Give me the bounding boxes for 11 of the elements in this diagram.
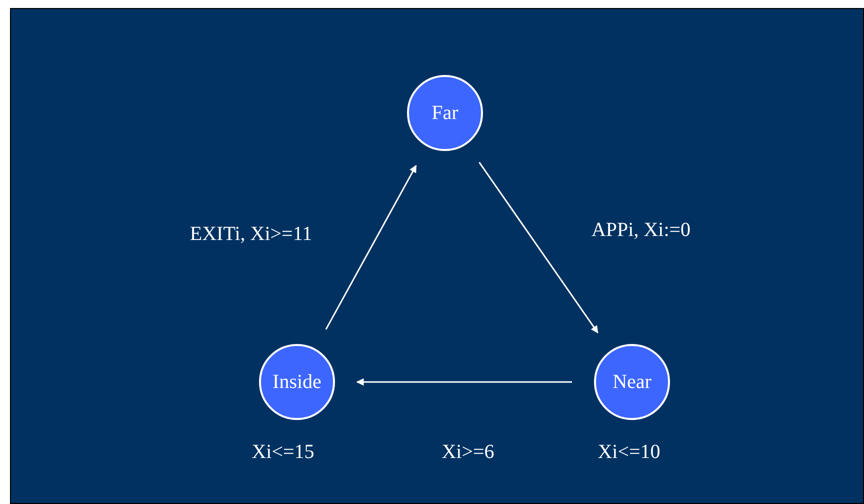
state-name: Near [612, 370, 652, 394]
state-name: Inside [272, 370, 322, 394]
invariant-label: Xi<=10 [598, 441, 660, 464]
arrow [325, 164, 417, 330]
edge-label: APPi, Xi:=0 [591, 219, 691, 242]
state-name: Far [432, 102, 458, 124]
arrow [478, 162, 598, 334]
arrow [356, 378, 572, 386]
edge-label: EXITi, Xi>=11 [190, 223, 312, 246]
edge-label: Xi>=6 [442, 441, 494, 464]
invariant-label: Xi<=15 [252, 441, 314, 464]
